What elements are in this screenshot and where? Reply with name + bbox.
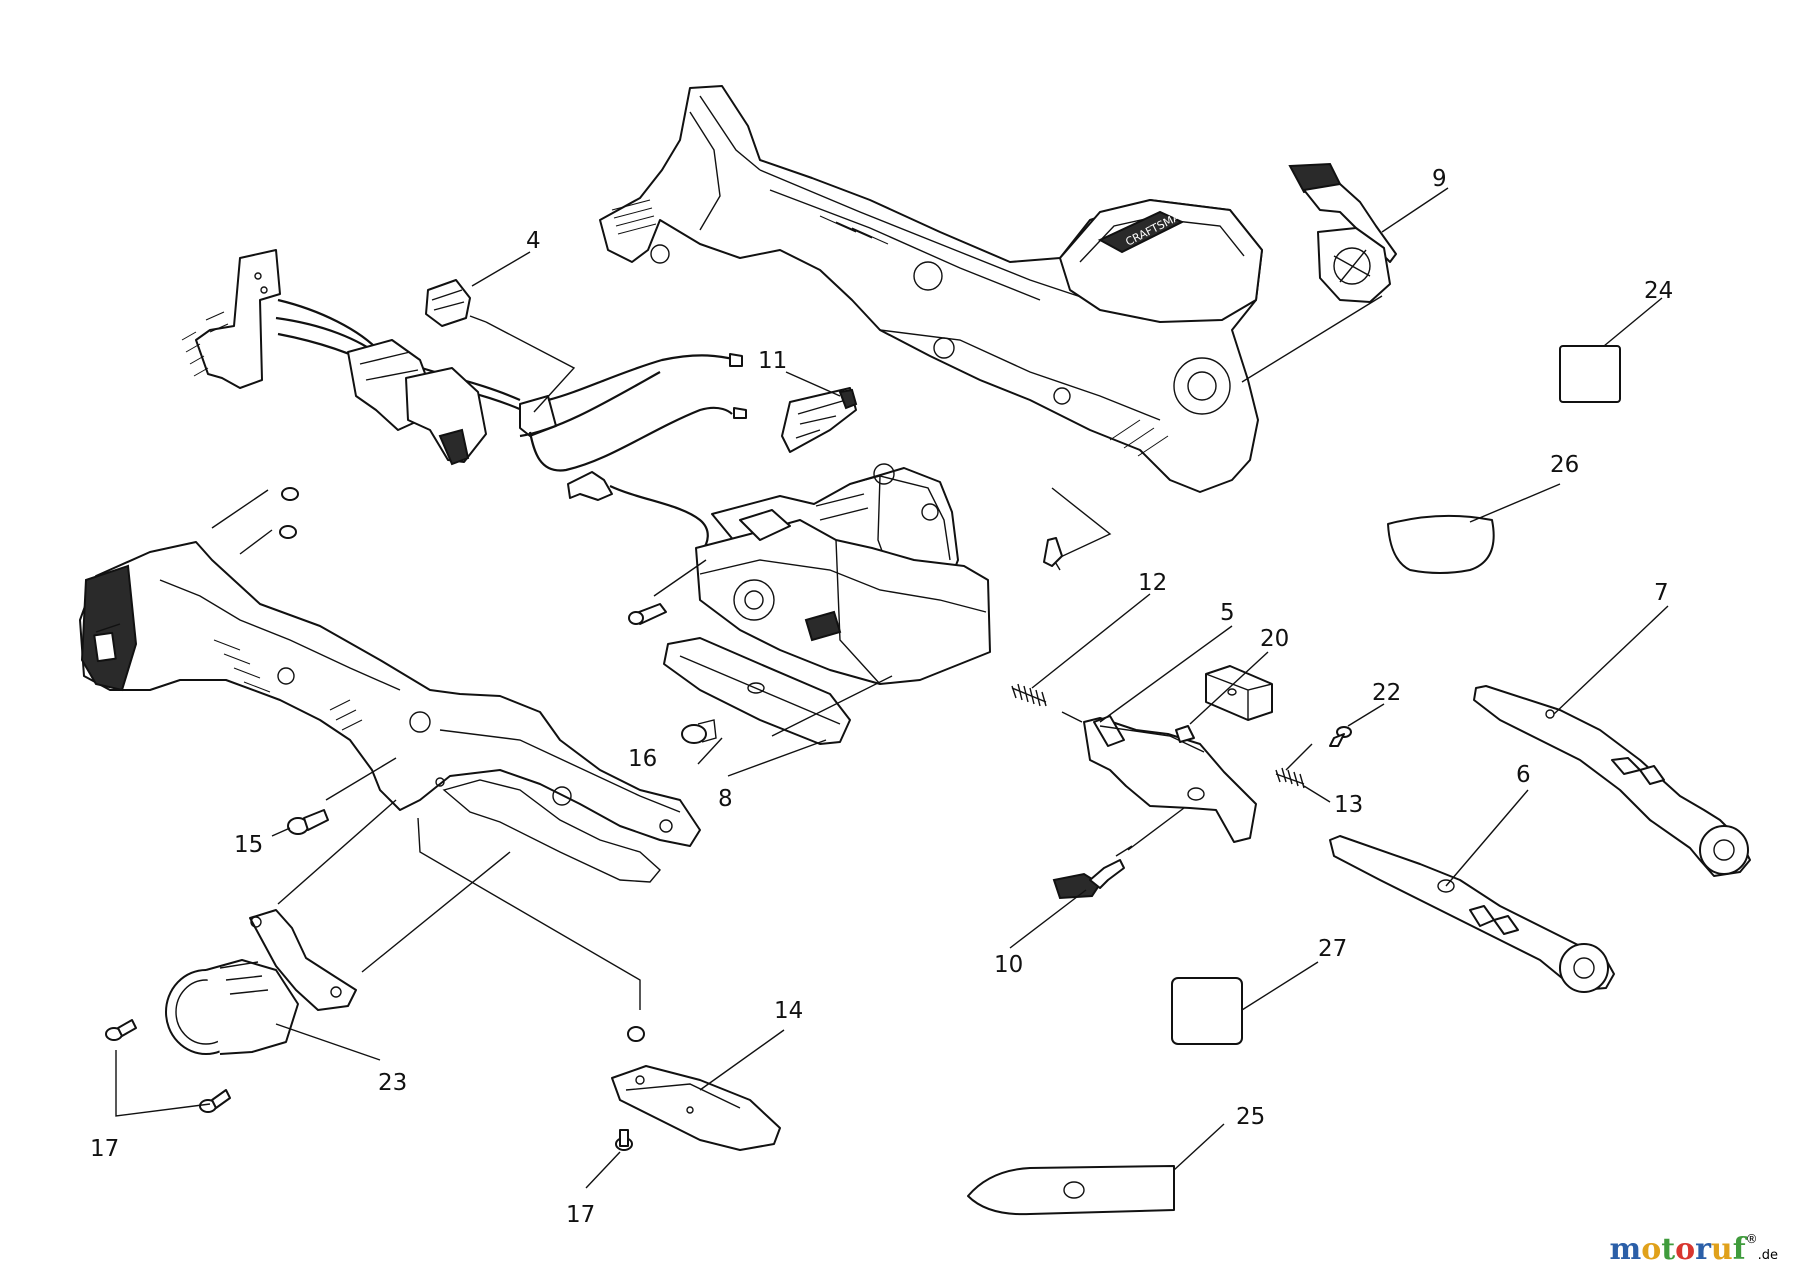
housing-half-lower: [79, 541, 701, 883]
callout-17-bottom: 17: [566, 1202, 595, 1228]
callout-17-left: 17: [90, 1136, 119, 1162]
watermark-letter-1: o: [1641, 1232, 1662, 1267]
spring-12-part: [1011, 683, 1047, 707]
sensor-lead-part: [567, 471, 709, 551]
callout-25: 25: [1236, 1104, 1265, 1130]
watermark-letter-6: f: [1732, 1232, 1746, 1267]
pad-26-part: [1387, 514, 1495, 574]
watermark-letter-0: m: [1609, 1232, 1642, 1267]
arm-with-wheel-6-part: [1329, 835, 1615, 993]
tensioner-block-part: [1083, 715, 1257, 843]
wiring-harness-part: [181, 249, 747, 472]
small-pin-parts: [279, 487, 299, 539]
base-plate-part: [611, 1026, 781, 1151]
callout-24: 24: [1644, 278, 1673, 304]
switch-bracket-part: [781, 387, 858, 453]
callout-5: 5: [1220, 600, 1235, 626]
callout-14: 14: [774, 998, 803, 1024]
callout-20: 20: [1260, 626, 1289, 652]
callout-10: 10: [994, 952, 1023, 978]
arm-with-wheel-7-part: [1473, 685, 1751, 877]
motor-assembly-part: [695, 463, 991, 685]
watermark-letter-4: r: [1695, 1232, 1711, 1267]
watermark-letter-5: u: [1710, 1232, 1733, 1267]
callout-8: 8: [718, 786, 733, 812]
watermark-registered: ®: [1745, 1232, 1758, 1246]
spring-13-part: [1275, 767, 1305, 789]
callout-6: 6: [1516, 762, 1531, 788]
callout-12: 12: [1138, 570, 1167, 596]
callout-labels: 4 9 11 24 26 12 5 20 7 22 16 8 13 6 15 1…: [90, 166, 1673, 1228]
callout-7: 7: [1654, 580, 1669, 606]
watermark-logo: motoruf® .de: [1609, 1232, 1778, 1267]
watermark-letter-3: o: [1675, 1232, 1696, 1267]
callout-23: 23: [378, 1070, 407, 1096]
callout-4: 4: [526, 228, 541, 254]
pad-24-part: [1559, 345, 1621, 403]
block-20-part: [1205, 665, 1273, 721]
housing-half-upper: CRAFTSMAN: [599, 85, 1263, 493]
belt-25-part: [967, 1165, 1175, 1216]
watermark-letter-2: t: [1661, 1232, 1676, 1267]
callout-26: 26: [1550, 452, 1579, 478]
motor-screw-part: [628, 603, 667, 625]
callout-16: 16: [628, 746, 657, 772]
callout-13: 13: [1334, 792, 1363, 818]
watermark-suffix: .de: [1757, 1248, 1778, 1263]
screw-17-parts: [105, 1019, 633, 1151]
leader-lines: [115, 187, 1669, 1189]
callout-27: 27: [1318, 936, 1347, 962]
callout-22: 22: [1372, 680, 1401, 706]
callout-15: 15: [234, 832, 263, 858]
guide-plate-part: [663, 637, 851, 745]
knob-10-part: [1052, 845, 1133, 900]
screw-22-part: [1329, 726, 1352, 747]
callout-11: 11: [758, 348, 787, 374]
pad-27-part: [1171, 977, 1243, 1045]
collar-part: [165, 909, 357, 1055]
spacer-part: [681, 719, 717, 744]
knob-part: [425, 279, 487, 327]
trigger-lever-part: [1288, 162, 1397, 303]
screw-15-part: [287, 809, 329, 835]
callout-9: 9: [1432, 166, 1447, 192]
